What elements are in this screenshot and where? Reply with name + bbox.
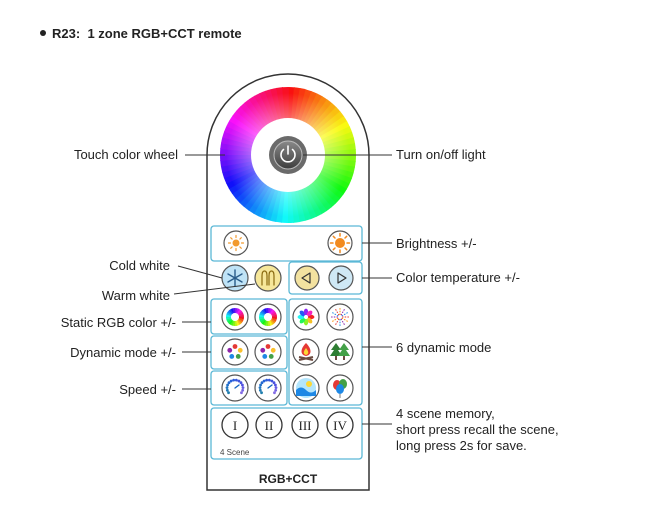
dynamic-6-frame [288, 298, 363, 406]
speedometer-icon [258, 378, 278, 395]
scene-frame [210, 407, 363, 460]
scene-button-label: I [233, 418, 237, 433]
remote-brand-label: RGB+CCT [259, 472, 318, 486]
dynamic-mode-5-button[interactable] [292, 374, 320, 402]
dynamic-mode-minus-button[interactable] [221, 338, 249, 366]
title-name: 1 zone RGB+CCT remote [87, 26, 242, 41]
label-speed: Speed +/- [119, 382, 176, 397]
scene-button-label: II [265, 418, 274, 433]
scene-2-button[interactable]: II [255, 411, 283, 439]
label-brightness: Brightness +/- [396, 236, 477, 251]
static-rgb-plus-button[interactable] [254, 303, 282, 331]
campfire-icon [298, 343, 314, 361]
scene-button-label: III [299, 418, 312, 433]
label-touch-color-wheel: Touch color wheel [73, 147, 178, 162]
scene-1-button[interactable]: I [221, 411, 249, 439]
power-icon [280, 145, 296, 163]
cold-white-button[interactable] [221, 264, 249, 292]
label-warm-white: Warm white [101, 288, 170, 303]
label-scene-memory: 4 scene memory, short press recall the s… [396, 406, 559, 454]
label-dynamic-mode: Dynamic mode +/- [70, 345, 176, 360]
brightness-down-button[interactable] [223, 230, 249, 256]
dynamic-mode-2-button[interactable] [326, 303, 354, 331]
dynamic-mode-1-button[interactable] [292, 303, 320, 331]
color-petals-icon [297, 308, 315, 326]
dynamic-mode-3-button[interactable] [292, 338, 320, 366]
static-rgb-frame [210, 298, 288, 335]
power-button[interactable] [269, 136, 307, 174]
balloons-icon [333, 379, 347, 398]
label-color-temperature: Color temperature +/- [396, 270, 520, 285]
forest-icon [330, 343, 350, 360]
dynamic-dots-icon [260, 344, 276, 359]
triangle-right-icon [337, 272, 347, 284]
label-static-rgb: Static RGB color +/- [60, 315, 176, 330]
dynamic-mode-6-button[interactable] [326, 374, 354, 402]
dynamic-mode-plus-button[interactable] [254, 338, 282, 366]
sun-dim-icon [227, 234, 245, 252]
speedometer-icon [225, 378, 245, 395]
callout-lines [173, 154, 392, 425]
page-title: R23: 1 zone RGB+CCT remote [40, 26, 242, 41]
bullet-icon [40, 30, 46, 36]
speed-minus-button[interactable] [221, 374, 249, 402]
scene-memory-line: short press recall the scene, [396, 422, 559, 437]
speed-plus-button[interactable] [254, 374, 282, 402]
ct-left-button[interactable] [294, 265, 320, 291]
scene-4-button[interactable]: IV [326, 411, 354, 439]
scene-memory-line: 4 scene memory, [396, 406, 495, 421]
dynamic-mode-4-button[interactable] [326, 338, 354, 366]
fireworks-icon [331, 308, 349, 326]
warm-white-icon [261, 270, 275, 286]
sun-bright-icon [329, 232, 351, 254]
ocean-wave-icon [296, 378, 316, 398]
label-power: Turn on/off light [396, 147, 486, 162]
rgb-ring-icon [259, 308, 277, 326]
scene-3-button[interactable]: III [291, 411, 319, 439]
ct-right-button[interactable] [328, 265, 354, 291]
dynamic-dots-icon [227, 344, 243, 359]
warm-white-button[interactable] [254, 264, 282, 292]
scene-memory-line: long press 2s for save. [396, 438, 527, 453]
rgb-ring-icon [226, 308, 245, 326]
title-separator: : [75, 26, 81, 41]
label-dynamic-6: 6 dynamic mode [396, 340, 492, 355]
speed-frame [210, 370, 288, 406]
title-model: R23 [52, 26, 76, 41]
scene-button-label: IV [333, 418, 347, 433]
snowflake-icon [227, 269, 243, 287]
label-cold-white: Cold white [109, 258, 170, 273]
scene-caption: 4 Scene [220, 448, 250, 457]
static-rgb-minus-button[interactable] [221, 303, 249, 331]
triangle-left-icon [301, 272, 311, 284]
brightness-up-button[interactable] [327, 230, 353, 256]
